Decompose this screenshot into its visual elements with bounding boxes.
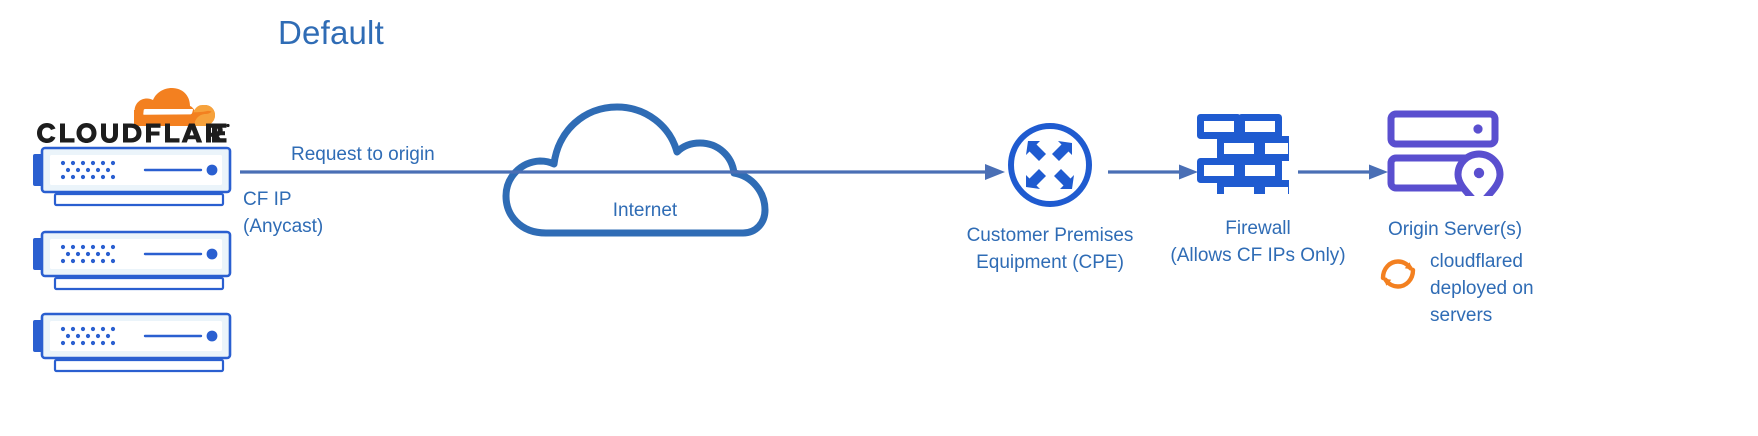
- router-converging-arrows-icon: [1008, 123, 1092, 207]
- firewall-label-line-2: (Allows CF IPs Only): [1170, 245, 1346, 266]
- cf-ip-line-1: CF IP: [243, 189, 292, 210]
- cloudflare-logo: [36, 86, 230, 148]
- cloudflared-group: cloudflared deployed on servers: [1376, 251, 1616, 332]
- cpe-label: Customer Premises Equipment (CPE): [930, 222, 1170, 276]
- origin-server-label: Origin Server(s): [1387, 219, 1523, 240]
- arrow-request-to-origin: [240, 164, 1005, 180]
- brick-wall-icon: [1197, 114, 1289, 194]
- cloudflare-server-unit: [33, 312, 232, 373]
- cloudflare-server-unit: [33, 146, 232, 207]
- internet-label: Internet: [612, 200, 678, 221]
- firewall-label-line-1: Firewall: [1225, 218, 1291, 239]
- cloudflare-server-unit: [33, 230, 232, 291]
- cloudflared-label: cloudflared deployed on servers: [1430, 251, 1534, 326]
- firewall-label: Firewall (Allows CF IPs Only): [1148, 215, 1368, 269]
- cf-ip-anycast-label: CF IP (Anycast): [243, 186, 323, 240]
- cpe-label-line-1: Customer Premises: [966, 225, 1134, 246]
- cloudflare-wordmark-text: [37, 123, 230, 143]
- server-rack-location-pin-icon: [1387, 110, 1504, 196]
- sync-arrows-icon: [1380, 259, 1416, 289]
- page-title: Default: [278, 14, 384, 51]
- cf-ip-line-2: (Anycast): [243, 216, 324, 237]
- request-to-origin-label: Request to origin: [291, 144, 435, 165]
- cpe-label-line-2: Equipment (CPE): [976, 252, 1124, 273]
- cloudflare-cloud-logo-icon: [134, 88, 215, 126]
- arrow-firewall-to-origin: [1298, 164, 1388, 180]
- arrow-cpe-to-firewall: [1108, 164, 1198, 180]
